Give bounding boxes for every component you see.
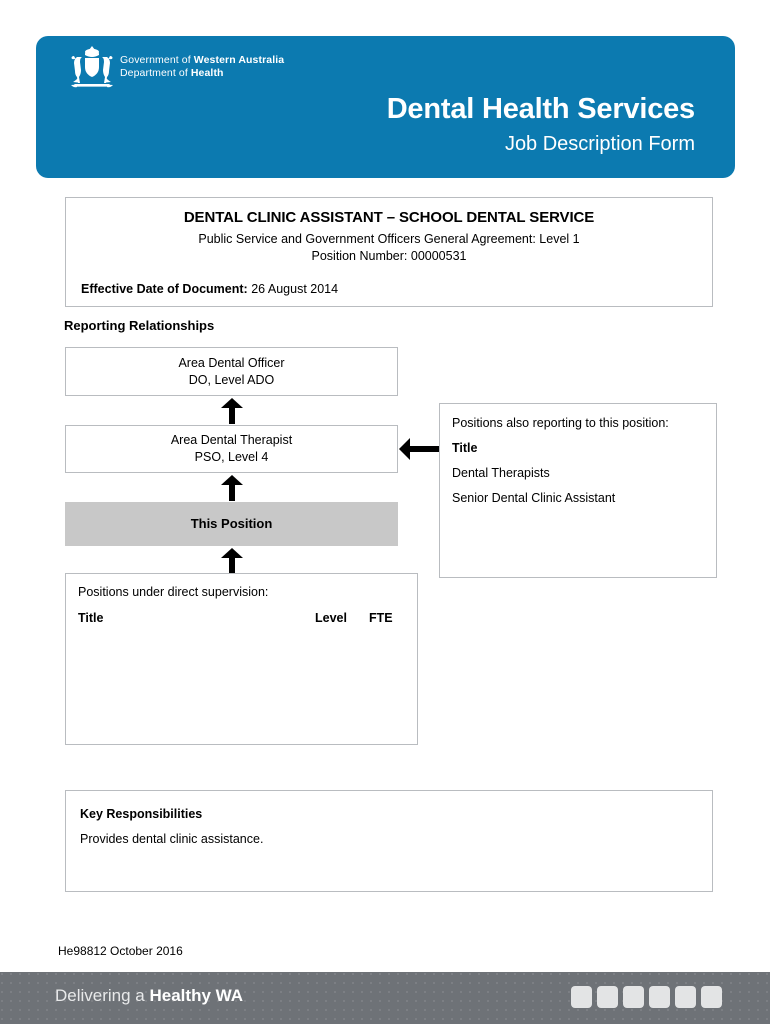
org-box-this-position: This Position [65,502,398,546]
also-reporting-caption: Positions also reporting to this positio… [452,416,669,430]
list-item: Dental Therapists [452,466,550,480]
area-dental-officer-classification: DO, Level ADO [188,373,275,387]
wa-state-crest-icon [66,44,118,94]
effective-date-value: 26 August 2014 [251,282,339,296]
org-box-area-dental-officer: Area Dental Officer DO, Level ADO [65,347,398,396]
arrow-up-icon-to-this-position [221,548,243,574]
footer-slogan: Delivering a Healthy WA [55,986,244,1005]
arrow-up-icon-to-officer [221,398,243,424]
reporting-relationships-heading: Reporting Relationships [64,318,215,333]
position-number: Position Number: 00000531 [311,249,467,263]
under-supervision-column-headers: Title Level FTE [78,611,403,625]
footer-square [675,986,696,1008]
arrow-up-icon-to-therapist [221,475,243,501]
position-info-box: DENTAL CLINIC ASSISTANT – SCHOOL DENTAL … [65,197,713,307]
footer-square [571,986,592,1008]
page-footer: Delivering a Healthy WA [0,972,770,1024]
org-box-area-dental-therapist: Area Dental Therapist PSO, Level 4 [65,425,398,473]
footer-square [623,986,644,1008]
column-header-fte: FTE [369,611,393,625]
area-dental-therapist-title: Area Dental Therapist [170,433,293,447]
government-line-2: Department of Health [120,67,224,79]
agreement-level: Public Service and Government Officers G… [198,232,580,246]
column-header-level: Level [315,611,347,625]
key-responsibilities-box: Key Responsibilities Provides dental cli… [65,790,713,892]
footer-square [597,986,618,1008]
page-subtitle: Job Description Form [504,133,695,155]
government-wordmark: Government of Western Australia Departme… [120,54,284,80]
footer-squares-decoration [571,986,722,1008]
area-dental-officer-title: Area Dental Officer [178,356,285,370]
page-title: Dental Health Services [386,93,696,125]
column-header-title: Title [78,611,104,625]
effective-date-label: Effective Date of Document: [81,282,248,296]
job-title: DENTAL CLINIC ASSISTANT – SCHOOL DENTAL … [183,209,595,226]
key-responsibilities-heading: Key Responsibilities [80,807,203,821]
footer-square [649,986,670,1008]
government-line-1: Government of Western Australia [120,54,285,66]
list-item: Senior Dental Clinic Assistant [452,491,616,505]
under-supervision-box: Positions under direct supervision: Titl… [65,573,418,745]
page-header: Government of Western Australia Departme… [36,36,735,178]
area-dental-therapist-classification: PSO, Level 4 [194,450,269,464]
arrow-left-icon-also-reporting [399,438,439,460]
also-reporting-column-header: Title [452,441,478,455]
footer-square [701,986,722,1008]
document-reference: He98812 October 2016 [58,944,183,958]
also-reporting-box: Positions also reporting to this positio… [439,403,717,578]
under-supervision-caption: Positions under direct supervision: [78,585,269,599]
key-responsibilities-body: Provides dental clinic assistance. [80,832,264,846]
effective-date: Effective Date of Document: 26 August 20… [81,282,712,296]
